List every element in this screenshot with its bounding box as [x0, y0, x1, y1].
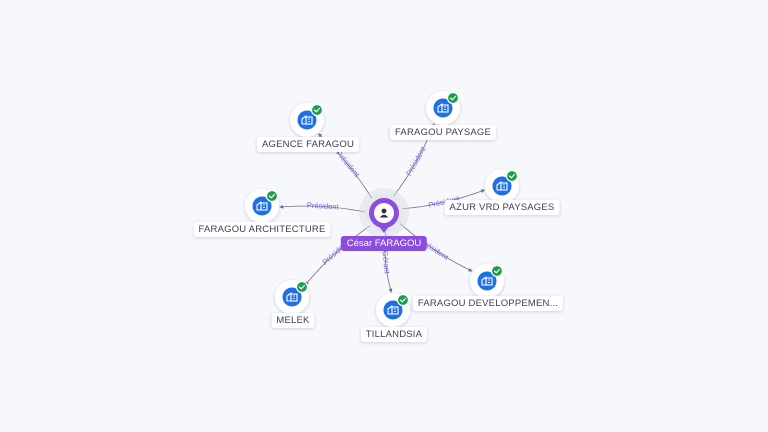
person-node-pin — [378, 225, 390, 233]
building-icon — [286, 292, 298, 302]
edge-line — [399, 223, 473, 272]
edge-role-label: Président — [307, 201, 340, 212]
building-icon — [496, 181, 508, 191]
check-badge-icon — [396, 293, 410, 307]
check-badge-icon — [446, 91, 460, 105]
edge-faragou-architecture: Président — [279, 201, 366, 213]
edge-line — [402, 189, 486, 210]
nodes-layer — [245, 91, 519, 327]
building-icon — [437, 103, 449, 113]
company-node-agence-faragou[interactable] — [290, 103, 324, 137]
edge-role-label: Président — [334, 149, 362, 180]
check-badge-icon — [490, 264, 504, 278]
company-node-faragou-architecture[interactable] — [245, 189, 279, 223]
company-node-tillandsia[interactable] — [376, 293, 410, 327]
company-node-fill — [252, 196, 272, 216]
building-icon — [481, 276, 493, 286]
company-node-fill — [297, 110, 317, 130]
edge-line — [279, 204, 366, 213]
check-badge-icon — [265, 189, 279, 203]
company-label-azur-vrd-paysages[interactable]: AZUR VRD PAYSAGES — [444, 200, 560, 215]
edge-role-label: Président — [404, 144, 428, 177]
company-label-faragou-architecture[interactable]: FARAGOU ARCHITECTURE — [193, 222, 331, 237]
company-node-fill — [433, 98, 453, 118]
person-icon — [379, 208, 389, 218]
company-node-fill — [492, 176, 512, 196]
company-label-faragou-developpement[interactable]: FARAGOU DEVELOPPEMEN... — [412, 296, 564, 311]
company-label-faragou-paysage[interactable]: FARAGOU PAYSAGE — [389, 125, 497, 140]
company-label-tillandsia[interactable]: TILLANDSIA — [360, 327, 428, 342]
person-name-label[interactable]: César FARAGOU — [340, 236, 428, 251]
building-icon — [256, 201, 268, 211]
company-node-faragou-paysage[interactable] — [426, 91, 460, 125]
company-node-melek[interactable] — [275, 280, 309, 314]
company-node-azur-vrd-paysages[interactable] — [485, 169, 519, 203]
check-badge-icon — [505, 169, 519, 183]
building-icon — [301, 115, 313, 125]
person-node[interactable] — [359, 188, 409, 238]
check-badge-icon — [310, 103, 324, 117]
company-label-agence-faragou[interactable]: AGENCE FARAGOU — [256, 137, 360, 152]
company-node-faragou-developpement[interactable] — [470, 264, 504, 298]
edge-role-label: Gérant — [381, 250, 392, 275]
company-node-fill — [282, 287, 302, 307]
company-node-fill — [477, 271, 497, 291]
check-badge-icon — [295, 280, 309, 294]
edge-line — [304, 225, 371, 286]
company-node-fill — [383, 300, 403, 320]
company-label-melek[interactable]: MELEK — [271, 313, 315, 328]
building-icon — [387, 305, 399, 315]
